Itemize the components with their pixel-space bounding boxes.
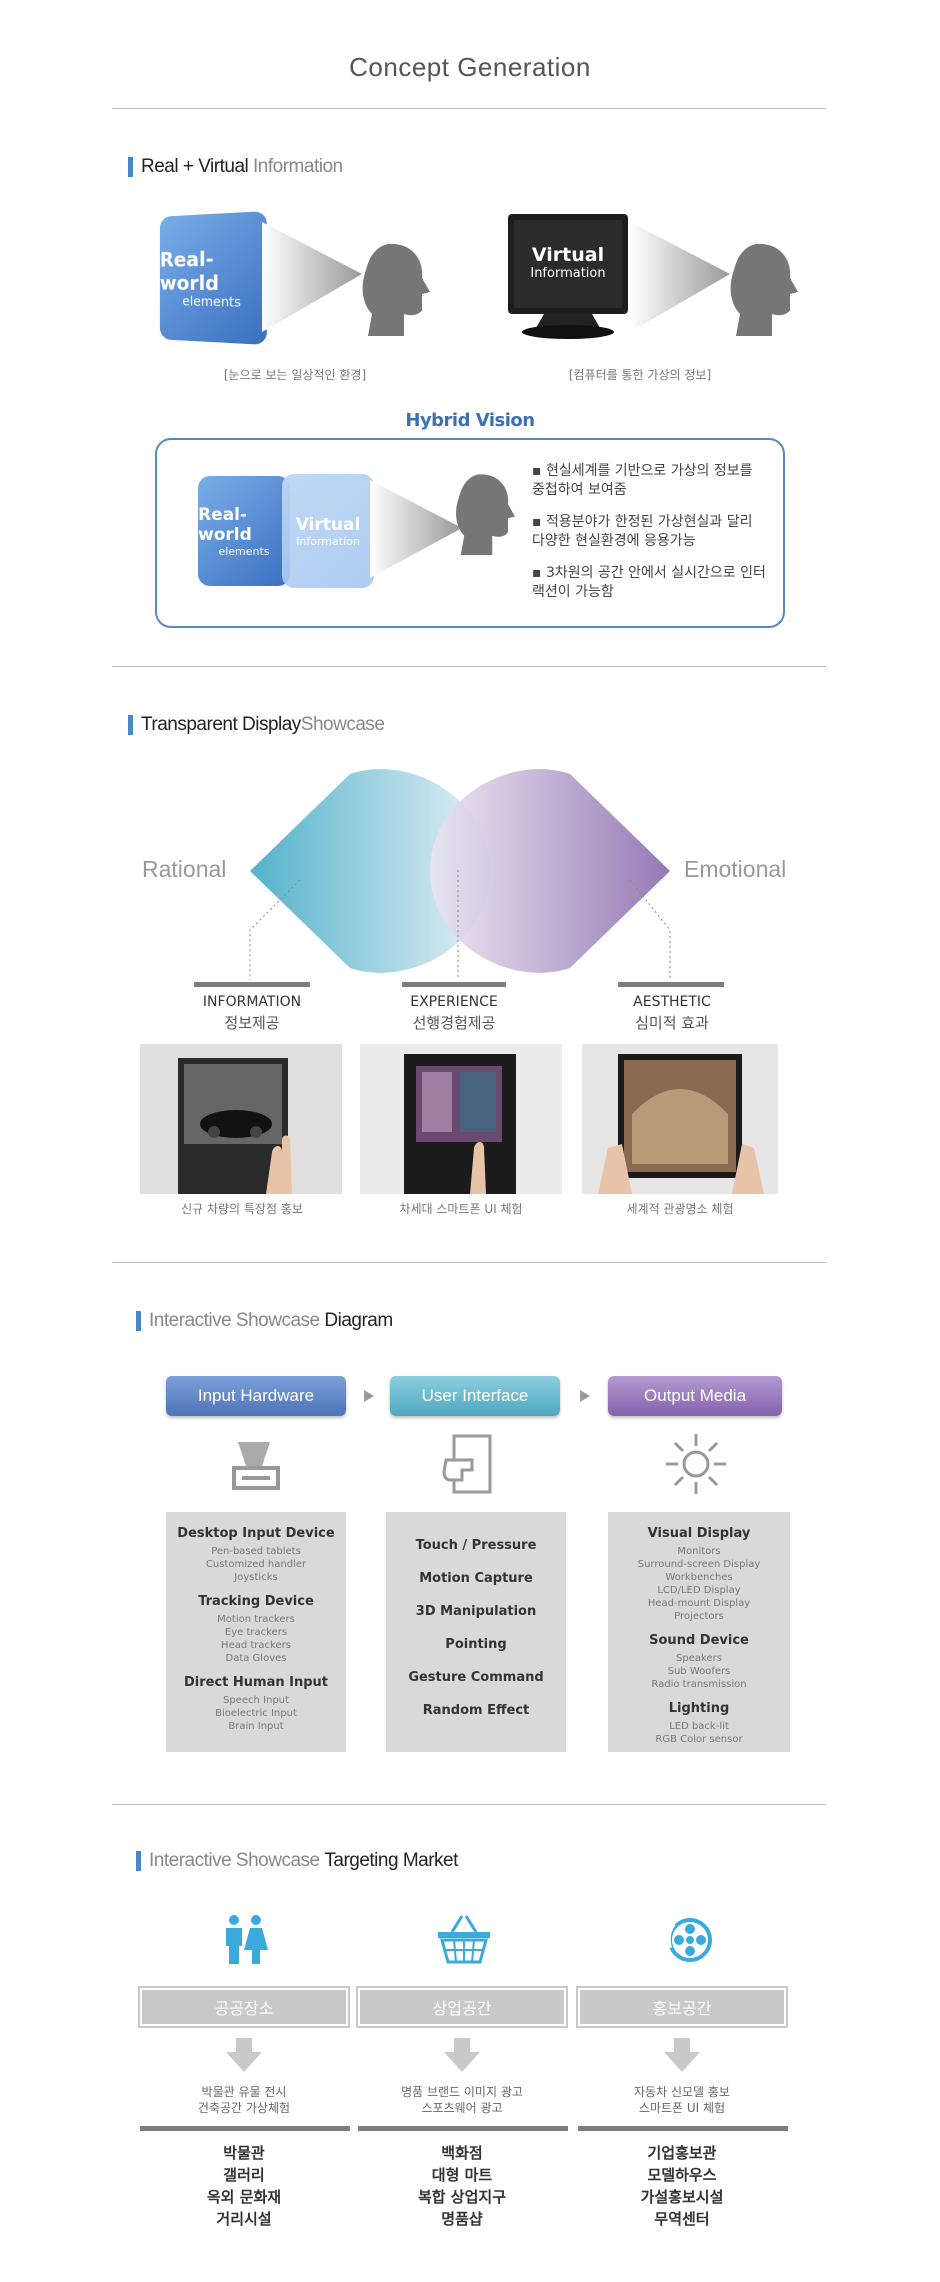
section-title-real-virtual: Real + Virtual Information — [128, 156, 343, 178]
title-accent-bar — [128, 715, 133, 735]
list-item: 옥외 문화재 — [206, 2188, 282, 2206]
rational-emotional-diagram — [250, 769, 670, 973]
divider — [112, 1262, 826, 1263]
head-silhouette-icon — [730, 243, 798, 336]
touch-hand-icon — [442, 1434, 492, 1494]
list-item: 기업홍보관 — [647, 2144, 717, 2162]
category-bar — [618, 982, 724, 987]
bullet-item: ▪ 3차원의 공간 안에서 실시간으로 인터랙션이 가능함 — [532, 565, 766, 600]
list-item: 박물관 — [223, 2144, 265, 2162]
market-public-space: 공공장소 — [138, 1986, 350, 2028]
hybrid-bullets: ▪ 현실세계를 기반으로 가상의 정보를 중첩하여 보여줌 ▪ 적용분야가 한정… — [532, 462, 768, 615]
market-promotion-desc: 자동차 신모델 홍보 스마트폰 UI 체험 — [634, 2085, 730, 2115]
arrow-down-icon — [444, 2038, 480, 2072]
section-title-targeting-market: Interactive Showcase Targeting Market — [136, 1850, 458, 1872]
list-item: 백화점 — [441, 2144, 483, 2162]
caption-landmark: 세계적 관광명소 체험 — [626, 1202, 734, 1216]
category-bar — [402, 982, 506, 987]
market-divider — [578, 2126, 788, 2131]
list-item: 대형 마트 — [431, 2166, 493, 2184]
title-accent-bar — [128, 157, 133, 177]
list-item: 거리시설 — [216, 2210, 272, 2228]
market-divider — [140, 2126, 350, 2131]
market-public-list: 박물관 갤러리 옥외 문화재 거리시설 — [140, 2142, 348, 2230]
market-promotion-list: 기업홍보관 모델하우스 가설홍보시설 무역센터 — [578, 2142, 786, 2230]
view-cone-left — [262, 222, 362, 332]
virtual-monitor-label: Virtual Information — [530, 244, 606, 281]
dashed-connectors — [249, 870, 671, 980]
market-commercial-desc: 명품 브랜드 이미지 광고 스포츠웨어 광고 — [401, 2085, 523, 2115]
bullet-item: ▪ 현실세계를 기반으로 가상의 정보를 중첩하여 보여줌 — [532, 463, 753, 498]
hybrid-vision-box — [155, 438, 785, 628]
head-silhouette-icon — [456, 474, 515, 555]
list-item: 모델하우스 — [647, 2166, 717, 2184]
list-item: 갤러리 — [223, 2166, 265, 2184]
user-interface-box: Touch / Pressure Motion Capture 3D Manip… — [386, 1512, 566, 1752]
output-media-box: Visual Display Monitors Surround-screen … — [608, 1512, 790, 1752]
view-cone-right — [630, 222, 730, 332]
title-accent-bar — [136, 1851, 141, 1871]
title-accent-bar — [136, 1311, 141, 1331]
hybrid-view-cone — [370, 480, 462, 578]
car-showcase-photo — [140, 1044, 342, 1194]
emotional-label: Emotional — [684, 856, 787, 882]
monitor-icon — [508, 214, 628, 339]
pill-user-interface: User Interface — [390, 1376, 560, 1416]
market-public-desc: 박물관 유물 전시 건축공간 가상체험 — [197, 2085, 291, 2115]
list-item: 가설홍보시설 — [640, 2188, 724, 2206]
market-commercial-list: 백화점 대형 마트 복합 상업지구 명품샵 — [358, 2142, 566, 2230]
hybrid-real-card: Real-world elements — [198, 476, 290, 586]
market-divider — [358, 2126, 568, 2131]
category-experience: EXPERIENCE 선행경험제공 — [410, 994, 498, 1032]
section-title-diagram: Interactive Showcase Diagram — [136, 1310, 393, 1332]
hybrid-virtual-card: Virtual Information — [282, 474, 374, 588]
landmark-photo — [582, 1044, 778, 1194]
bullet-item: ▪ 적용분야가 한정된 가상현실과 달리 다양한 현실환경에 응용가능 — [532, 514, 753, 549]
real-world-card: Real-world elements — [159, 211, 267, 345]
divider — [112, 108, 826, 109]
caption-car: 신규 차량의 특장점 홍보 — [181, 1202, 303, 1216]
shopping-basket-icon — [438, 1915, 490, 1964]
list-item: 명품샵 — [441, 2210, 483, 2228]
arrow-right-icon — [580, 1390, 590, 1402]
film-reel-icon — [666, 1918, 712, 1962]
divider — [112, 1804, 826, 1805]
pill-output-media: Output Media — [608, 1376, 782, 1416]
category-information: INFORMATION 정보제공 — [202, 994, 302, 1032]
sun-light-icon — [666, 1434, 726, 1494]
input-device-icon — [232, 1442, 280, 1490]
category-bar — [194, 982, 310, 987]
rational-label: Rational — [142, 856, 227, 882]
market-commercial-space: 상업공간 — [356, 1986, 568, 2028]
caption-real-environment: [눈으로 보는 일상적인 환경] — [223, 368, 367, 382]
divider — [112, 666, 826, 667]
input-hardware-box: Desktop Input Device Pen-based tablets C… — [166, 1512, 346, 1752]
head-silhouette-icon — [362, 243, 430, 336]
caption-smartphone: 차세대 스마트폰 UI 체험 — [399, 1202, 523, 1216]
smartphone-ui-photo — [360, 1044, 562, 1194]
arrow-down-icon — [664, 2038, 700, 2072]
arrow-down-icon — [226, 2038, 262, 2072]
page-title: Concept Generation — [349, 52, 591, 82]
market-promotion-space: 홍보공간 — [576, 1986, 788, 2028]
list-item: 복합 상업지구 — [417, 2188, 507, 2206]
hybrid-vision-title: Hybrid Vision — [405, 410, 535, 431]
list-item: 무역센터 — [654, 2210, 710, 2228]
pill-input-hardware: Input Hardware — [166, 1376, 346, 1416]
arrow-right-icon — [364, 1390, 374, 1402]
caption-virtual-info: [컴퓨터를 통한 가상의 정보] — [568, 368, 712, 382]
people-icon — [226, 1915, 268, 1964]
category-aesthetic: AESTHETIC 심미적 효과 — [633, 994, 711, 1032]
